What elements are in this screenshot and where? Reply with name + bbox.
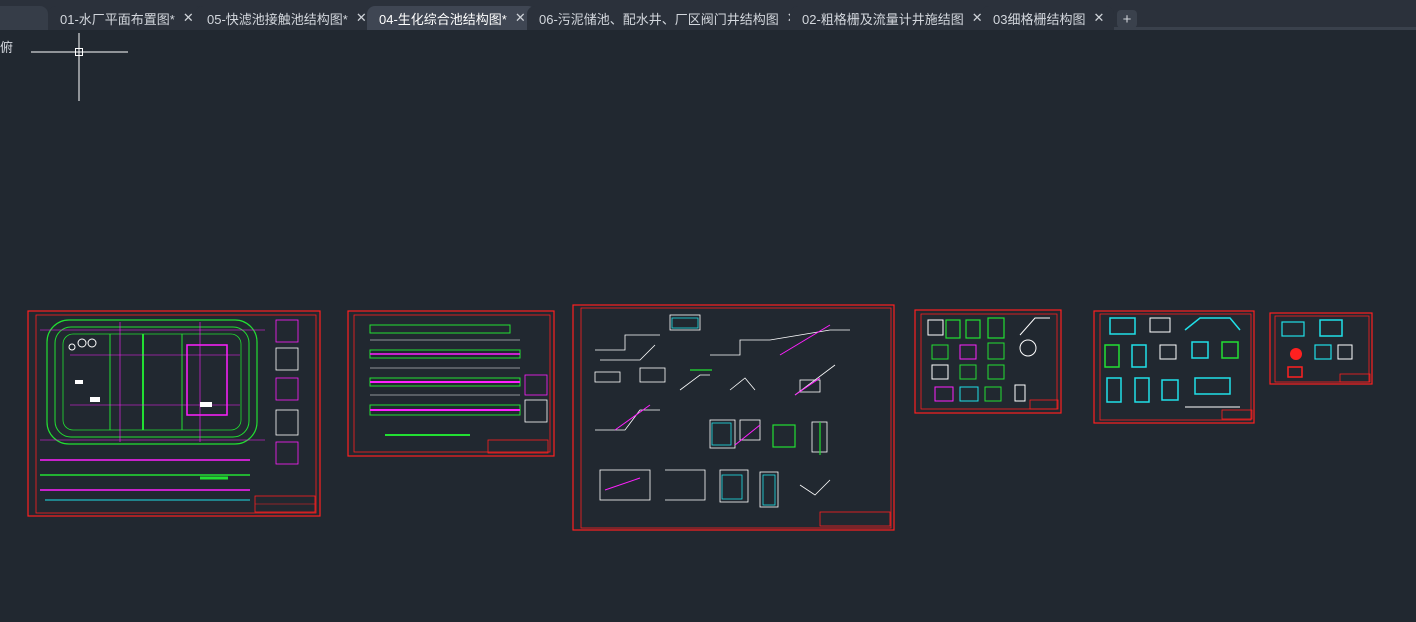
drawing-sheet-1[interactable] <box>27 310 321 517</box>
tab-water-plant-layout[interactable]: 01-水厂平面布置图* ✕ <box>48 6 204 30</box>
tab-label: 02-粗格栅及流量计井施结图 <box>802 11 964 27</box>
tab-sludge-tank[interactable]: 06-污泥储池、配水井、厂区阀门井结构图 ✕ <box>527 6 808 30</box>
close-icon[interactable]: ✕ <box>182 10 194 25</box>
tab-filter-contact-tank[interactable]: 05-快滤池接触池结构图* ✕ <box>195 6 377 30</box>
new-tab-button[interactable]: + <box>1117 10 1137 28</box>
tab-fine-screen[interactable]: 03细格栅结构图 ✕ <box>981 6 1115 30</box>
drawing-canvas[interactable] <box>0 33 1416 622</box>
tab-hidden-left[interactable] <box>0 6 48 30</box>
document-tab-bar: 01-水厂平面布置图* ✕ 05-快滤池接触池结构图* ✕ 04-生化综合池结构… <box>0 0 1416 30</box>
tab-biochemical-tank[interactable]: 04-生化综合池结构图* ✕ <box>367 6 536 30</box>
drawing-sheet-6[interactable] <box>1269 312 1373 385</box>
drawing-sheet-4[interactable] <box>914 309 1062 414</box>
viewport-label[interactable]: 俯 <box>0 40 14 55</box>
crosshair-cursor <box>31 33 128 101</box>
tab-label: 06-污泥储池、配水井、厂区阀门井结构图 <box>539 11 779 27</box>
drawing-sheet-3[interactable] <box>572 304 895 531</box>
drawing-sheet-5[interactable] <box>1093 310 1255 424</box>
tab-label: 05-快滤池接触池结构图* <box>207 11 348 27</box>
close-icon[interactable]: ✕ <box>1093 10 1105 25</box>
tab-label: 04-生化综合池结构图* <box>379 11 507 27</box>
close-icon[interactable]: ✕ <box>971 10 983 25</box>
tab-label: 03细格栅结构图 <box>993 11 1086 27</box>
close-icon[interactable]: ✕ <box>514 10 526 25</box>
close-icon[interactable]: ✕ <box>355 10 367 25</box>
tab-coarse-screen[interactable]: 02-粗格栅及流量计井施结图 ✕ <box>790 6 993 30</box>
tab-label: 01-水厂平面布置图* <box>60 11 175 27</box>
drawing-sheet-2[interactable] <box>347 310 555 457</box>
